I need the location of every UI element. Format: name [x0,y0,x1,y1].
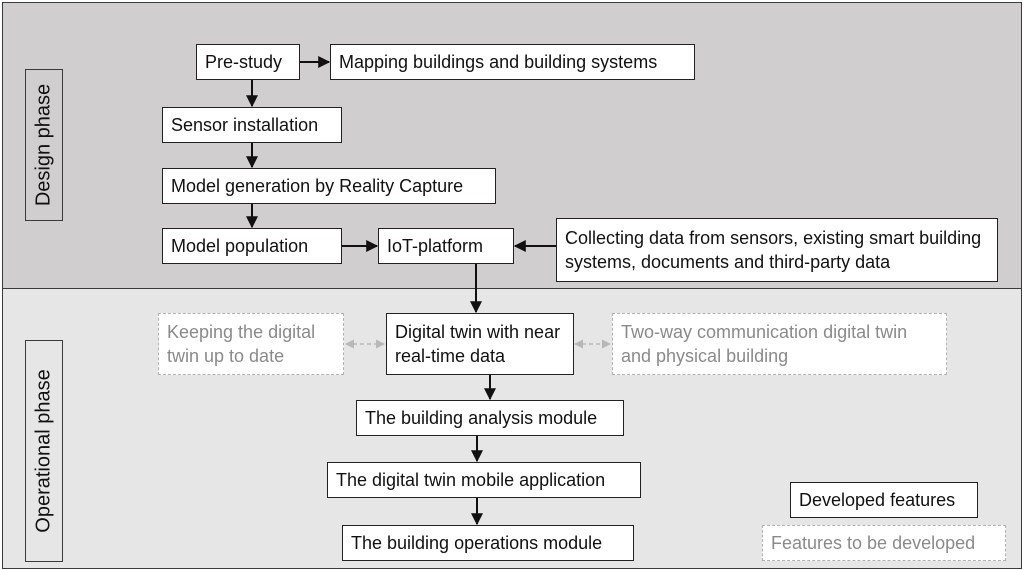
keeping-up-to-date-box: Keeping the digital twin up to date [158,313,344,375]
collecting-data-box: Collecting data from sensors, existing s… [556,218,998,282]
sensor-installation-box: Sensor installation [162,107,342,143]
building-analysis-box: The building analysis module [356,400,624,436]
design-phase-label-text: Design phase [32,83,55,207]
legend-features-to-be-developed: Features to be developed [762,525,1006,561]
operational-phase-label-text: Operational phase [32,369,55,533]
model-generation-box: Model generation by Reality Capture [162,168,496,204]
mobile-application-box: The digital twin mobile application [327,462,641,498]
operational-phase-label: Operational phase [25,340,63,562]
building-operations-box: The building operations module [342,525,634,561]
design-phase-label: Design phase [25,69,63,221]
legend-developed-features: Developed features [790,482,978,518]
digital-twin-box: Digital twin with near real-time data [386,313,574,375]
mapping-box: Mapping buildings and building systems [330,44,695,80]
iot-platform-box: IoT-platform [378,228,514,264]
model-population-box: Model population [162,228,342,264]
pre-study-box: Pre-study [196,44,300,80]
two-way-communication-box: Two-way communication digital twin and p… [612,313,947,375]
